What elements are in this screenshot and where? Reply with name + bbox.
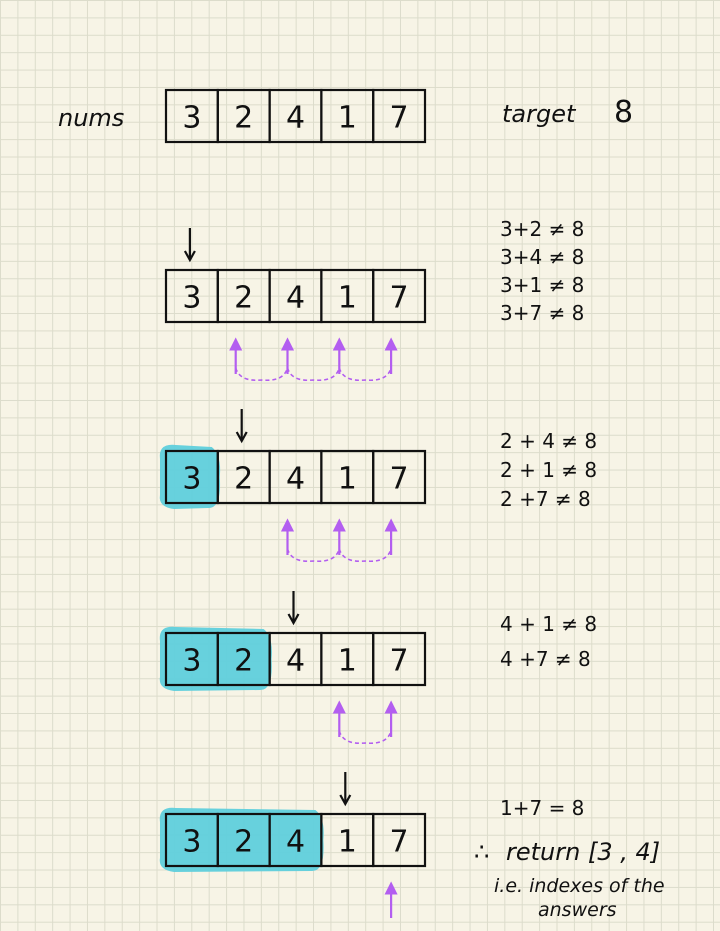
return-text: return [3 , 4]	[506, 838, 660, 866]
array-cell-value: 4	[286, 101, 305, 136]
nums-label: nums	[58, 104, 124, 132]
array-cell-value: 4	[286, 644, 305, 679]
array-cell-value: 7	[390, 101, 409, 136]
equation: 3+4 ≠ 8	[500, 245, 584, 269]
compare-dashed-link	[234, 367, 289, 382]
pointer-arrow-head	[235, 431, 248, 444]
array-cell	[372, 812, 427, 868]
array-cell-value: 7	[390, 644, 409, 679]
compare-dashed-link	[338, 730, 392, 745]
compare-dashed-link	[286, 548, 341, 563]
array-cell-value: 3	[182, 644, 201, 679]
array-cell-value: 1	[338, 281, 357, 316]
array-cell-value: 3	[182, 825, 201, 860]
equation: 3+7 ≠ 8	[500, 301, 584, 325]
array-cell-value: 1	[338, 644, 357, 679]
pointer-arrow-head	[339, 794, 352, 807]
array-cell-value: 2	[234, 101, 253, 136]
equation: 4 + 1 ≠ 8	[500, 612, 597, 636]
equation: 2 +7 ≠ 8	[500, 487, 591, 511]
equation: 3+2 ≠ 8	[500, 217, 584, 241]
array-cell	[372, 631, 427, 687]
array-cell-value: 7	[390, 281, 409, 316]
array-cell-value: 1	[338, 462, 357, 497]
target-value: 8	[614, 95, 633, 130]
array-cell	[372, 268, 427, 324]
highlight-blob	[159, 807, 324, 872]
array-cell	[372, 449, 427, 505]
array-cell-value: 4	[286, 462, 305, 497]
note-line-1: i.e. indexes of the	[494, 875, 665, 897]
array-cell	[372, 88, 427, 144]
array-cell-value: 3	[182, 101, 201, 136]
equation: 2 + 4 ≠ 8	[500, 429, 597, 453]
equation: 4 +7 ≠ 8	[500, 647, 591, 671]
array-cell-value: 3	[182, 281, 201, 316]
pointer-arrow-head	[287, 613, 300, 626]
array-cell-value: 4	[286, 825, 305, 860]
note-line-2: answers	[538, 899, 617, 921]
compare-dashed-link	[338, 367, 392, 382]
pointer-arrow-head	[183, 250, 196, 263]
array-cell-value: 2	[234, 281, 253, 316]
target-label: target	[502, 100, 577, 128]
equation: 3+1 ≠ 8	[500, 273, 584, 297]
array-cell-value: 4	[286, 281, 305, 316]
array-cell-value: 2	[234, 644, 253, 679]
equation: 1+7 = 8	[500, 796, 584, 820]
array-cell-value: 1	[338, 825, 357, 860]
compare-dashed-link	[338, 548, 392, 563]
array-cell-value: 2	[234, 825, 253, 860]
array-cell-value: 2	[234, 462, 253, 497]
array-cell-value: 1	[338, 101, 357, 136]
highlight-blob	[159, 626, 272, 691]
equation: 2 + 1 ≠ 8	[500, 458, 597, 482]
array-cell-value: 7	[390, 825, 409, 860]
therefore-symbol: ∴	[474, 838, 489, 866]
compare-dashed-link	[286, 367, 341, 382]
highlight-blob	[159, 444, 221, 509]
array-cell-value: 3	[182, 462, 201, 497]
array-cell-value: 7	[390, 462, 409, 497]
